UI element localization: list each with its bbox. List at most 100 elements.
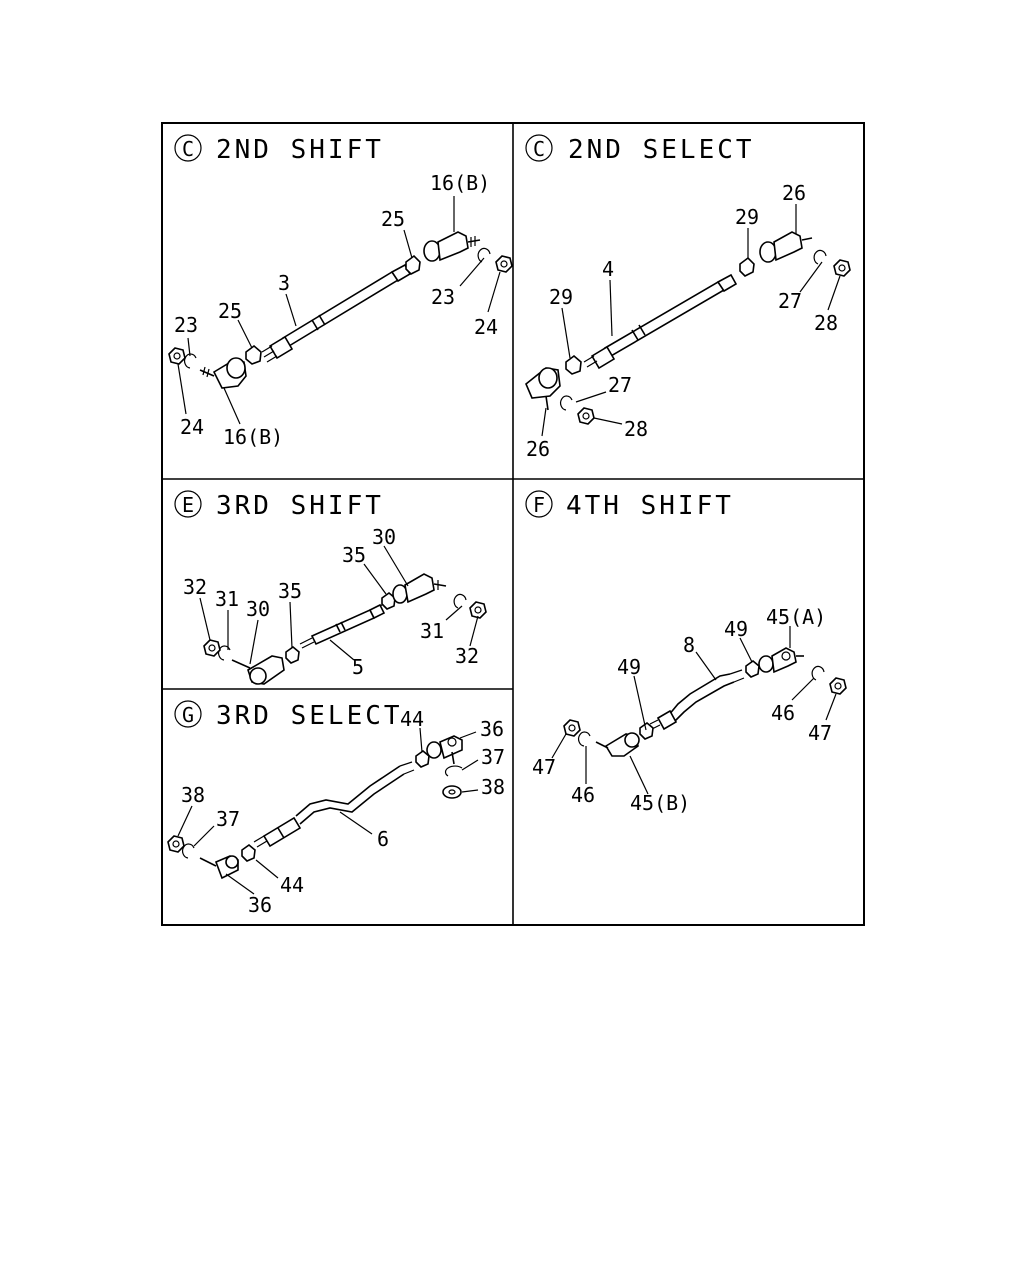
ball-joint-part-16b-lower bbox=[199, 357, 247, 389]
panel-3rd-select-title: 3RD SELECT bbox=[216, 701, 403, 731]
panel-2nd-select-circle-icon: C bbox=[525, 134, 553, 162]
callout-label: 27 bbox=[778, 289, 802, 313]
callout-label: 30 bbox=[246, 597, 270, 621]
callout-label: 36 bbox=[248, 893, 272, 917]
ball-joint-part-36-upper bbox=[426, 735, 463, 765]
panel-4th-shift-circle-icon: F bbox=[525, 490, 553, 518]
panel-3rd-select-leaders bbox=[177, 727, 479, 895]
callout-label: 5 bbox=[352, 655, 364, 679]
callout-label: 29 bbox=[735, 205, 759, 229]
panel-3rd-shift: E 3RD SHIFT bbox=[174, 490, 487, 685]
rod-part-3 bbox=[261, 263, 412, 363]
nut-part-25-upper bbox=[405, 254, 421, 275]
callout-label: 35 bbox=[278, 579, 302, 603]
clip-part-27-upper bbox=[813, 249, 827, 265]
panel-3rd-shift-title: 3RD SHIFT bbox=[216, 491, 384, 521]
ball-joint-part-30-upper bbox=[392, 573, 447, 604]
nut-part-28-lower bbox=[577, 407, 595, 425]
rod-part-6 bbox=[253, 761, 415, 848]
panel-4th-shift-leaders bbox=[551, 626, 837, 795]
clip-part-31-upper bbox=[453, 593, 467, 609]
washer-part-38-upper bbox=[442, 785, 462, 799]
clip-part-23-upper bbox=[477, 247, 491, 263]
callout-label: 46 bbox=[571, 783, 595, 807]
ball-joint-part-45b bbox=[595, 732, 640, 757]
panel-3rd-shift-circle-letter: E bbox=[182, 493, 194, 517]
nut-part-49-upper bbox=[745, 659, 760, 678]
callout-label: 25 bbox=[218, 299, 242, 323]
panel-4th-shift-title: 4TH SHIFT bbox=[566, 491, 734, 521]
clip-part-27-lower bbox=[559, 395, 573, 411]
rod-part-4 bbox=[583, 273, 738, 370]
callout-label: 45(A) bbox=[766, 605, 826, 629]
panel-3rd-select-circle-letter: G bbox=[182, 703, 194, 727]
nut-part-47-upper bbox=[829, 677, 847, 695]
callout-label: 30 bbox=[372, 525, 396, 549]
panel-3rd-shift-leaders bbox=[199, 545, 479, 665]
callout-label: 38 bbox=[481, 775, 505, 799]
nut-part-49-lower bbox=[639, 721, 654, 740]
callout-label: 47 bbox=[532, 755, 556, 779]
ball-joint-part-30-lower bbox=[231, 655, 285, 685]
callout-label: 29 bbox=[549, 285, 573, 309]
nut-part-28-upper bbox=[833, 259, 851, 277]
panel-2nd-select-leaders bbox=[541, 204, 841, 437]
panel-2nd-select: C 2ND SELECT bbox=[525, 134, 851, 461]
callout-label: 4 bbox=[602, 257, 614, 281]
callout-label: 24 bbox=[474, 315, 498, 339]
callout-label: 49 bbox=[724, 617, 748, 641]
panel-3rd-shift-circle-icon: E bbox=[174, 490, 202, 518]
callout-label: 38 bbox=[181, 783, 205, 807]
callout-label: 35 bbox=[342, 543, 366, 567]
callout-label: 24 bbox=[180, 415, 204, 439]
clip-part-23-lower bbox=[183, 353, 197, 369]
panel-2nd-shift-circle-icon: C bbox=[174, 134, 202, 162]
nut-part-35-upper bbox=[381, 591, 396, 610]
callout-label: 31 bbox=[420, 619, 444, 643]
panel-4th-shift-circle-letter: F bbox=[533, 493, 545, 517]
rod-part-8 bbox=[649, 669, 745, 731]
panel-3rd-select-circle-icon: G bbox=[174, 700, 202, 728]
panel-3rd-select: G 3RD SELECT bbox=[167, 700, 505, 917]
clip-part-37-upper bbox=[444, 765, 463, 777]
callout-label: 27 bbox=[608, 373, 632, 397]
ball-joint-part-36-lower bbox=[199, 855, 239, 880]
nut-part-29-lower bbox=[565, 354, 582, 375]
callout-label: 44 bbox=[280, 873, 304, 897]
nut-part-29-upper bbox=[739, 256, 755, 277]
nut-part-44-lower bbox=[241, 843, 256, 862]
callout-label: 31 bbox=[215, 587, 239, 611]
callout-label: 36 bbox=[480, 717, 504, 741]
nut-part-47-lower bbox=[563, 719, 581, 737]
ball-joint-part-26-lower bbox=[525, 367, 561, 411]
panel-frame bbox=[161, 122, 865, 926]
callout-label: 25 bbox=[381, 207, 405, 231]
callout-label: 26 bbox=[782, 181, 806, 205]
rod-part-5 bbox=[299, 599, 393, 649]
ball-joint-part-45a bbox=[758, 647, 804, 674]
callout-label: 44 bbox=[400, 707, 424, 731]
nut-part-24-lower bbox=[168, 347, 186, 365]
panel-2nd-shift: C 2ND SHIFT bbox=[168, 134, 513, 449]
callout-label: 32 bbox=[455, 644, 479, 668]
callout-label: 16(B) bbox=[223, 425, 283, 449]
callout-label: 32 bbox=[183, 575, 207, 599]
callout-label: 37 bbox=[481, 745, 505, 769]
ball-joint-part-16b-upper bbox=[423, 231, 481, 262]
callout-label: 28 bbox=[814, 311, 838, 335]
panel-2nd-shift-title: 2ND SHIFT bbox=[216, 135, 384, 165]
callout-label: 16(B) bbox=[430, 171, 490, 195]
nut-part-24-upper bbox=[495, 255, 513, 273]
callout-label: 8 bbox=[683, 633, 695, 657]
callout-label: 37 bbox=[216, 807, 240, 831]
clip-part-46-lower bbox=[577, 731, 591, 747]
nut-part-25-lower bbox=[245, 344, 262, 365]
callout-label: 46 bbox=[771, 701, 795, 725]
callout-label: 3 bbox=[278, 271, 290, 295]
callout-label: 28 bbox=[624, 417, 648, 441]
nut-part-38-lower bbox=[167, 835, 185, 853]
callout-label: 45(B) bbox=[630, 791, 690, 815]
nut-part-35-lower bbox=[285, 645, 300, 664]
nut-part-44-upper bbox=[415, 749, 430, 768]
